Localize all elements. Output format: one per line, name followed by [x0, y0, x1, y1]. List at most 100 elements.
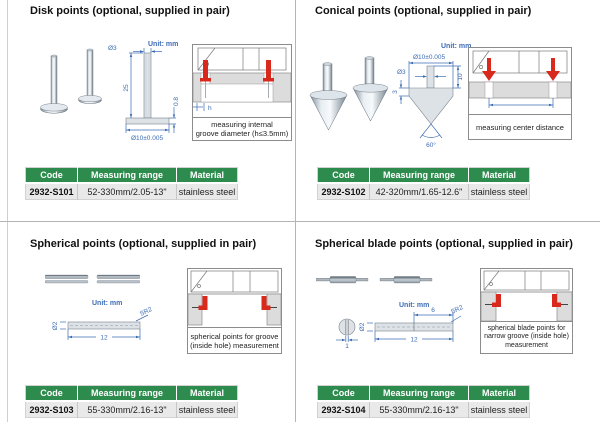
usage-illustration: h measuring internal groove diameter (h≤… [192, 44, 292, 141]
conical-points-photo [309, 56, 389, 131]
blade-point-left [316, 276, 369, 284]
section-conical-points: Conical points (optional, supplied in pa… [296, 0, 600, 221]
blade-point-right [379, 276, 433, 284]
unit-label: Unit: mm [441, 43, 471, 50]
caption-line: narrow groove (inside hole) [484, 333, 569, 341]
section-disk-points: Disk points (optional, supplied in pair) [8, 0, 295, 221]
cell-code: 2932-S104 [317, 400, 370, 418]
dim-label-stem-length: 10 [457, 73, 464, 81]
dim-label-disk-diameter: Ø10±0.005 [131, 135, 164, 142]
cell-code: 2932-S103 [25, 400, 78, 418]
hole-right [548, 81, 558, 99]
spec-table-header-row: Code Measuring range Material [317, 167, 530, 183]
caption-line: measuring center distance [476, 122, 564, 132]
spherical-blade-point-drawing: Unit: mm 1 6 SR2 Ø2 12 [336, 302, 465, 350]
drawn-end-view [338, 318, 356, 336]
spherical-point-drawing: Unit: mm SR2 Ø2 12 [52, 300, 153, 342]
unit-label: Unit: mm [148, 41, 178, 48]
spherical-point-right [96, 274, 140, 284]
spec-table: Code Measuring range Material 2932-S102 … [317, 167, 530, 200]
inside-hole-groove-diagram [188, 270, 281, 326]
section-title: Conical points (optional, supplied in pa… [315, 5, 532, 17]
section-title: Spherical points (optional, supplied in … [30, 238, 257, 250]
drawn-stem [143, 52, 152, 119]
spec-table-row: 2932-S103 55-330mm/2.16-13" stainless st… [25, 400, 238, 418]
hole-left [484, 81, 494, 99]
spec-table-row: 2932-S104 55-330mm/2.16-13" stainless st… [317, 400, 530, 418]
cell-range: 55-330mm/2.16-13" [369, 400, 469, 418]
caliper-jaws-outline [472, 50, 568, 74]
disk-point-drawing: Unit: mm Ø3 25 0.8 Ø10±0.005 [108, 41, 180, 142]
spherical-blade-points-photo [316, 276, 433, 284]
caliper-jaws-outline [197, 47, 287, 71]
illustration-caption: spherical blade points for narrow groove… [481, 321, 572, 353]
cell-material: stainless steel [176, 400, 238, 418]
conical-point-right [352, 56, 389, 122]
center-distance-diagram [469, 50, 571, 108]
dim-label-length: 12 [410, 337, 418, 344]
cell-material: stainless steel [176, 182, 238, 200]
disk-point-right [78, 48, 102, 104]
page-left-edge [7, 0, 8, 422]
spec-table: Code Measuring range Material 2932-S104 … [317, 385, 530, 418]
internal-groove [200, 83, 274, 103]
header-cell-range: Measuring range [369, 385, 469, 401]
usage-illustration: spherical points for groove (inside hole… [187, 268, 282, 354]
caption-line: spherical points for groove [190, 331, 279, 341]
header-cell-material: Material [176, 167, 238, 183]
workpiece-cross-section [469, 81, 571, 99]
dim-label-groove-depth: h [208, 105, 212, 112]
red-contact-points [200, 60, 274, 82]
spec-table-header-row: Code Measuring range Material [317, 385, 530, 401]
red-contact-points [198, 296, 271, 310]
caption-line: measuring internal [211, 120, 273, 129]
cell-material: stainless steel [468, 400, 530, 418]
header-cell-code: Code [317, 385, 370, 401]
header-cell-range: Measuring range [77, 167, 177, 183]
conical-point-left [309, 62, 348, 131]
caption-line: measurement [505, 341, 548, 349]
spec-table-row: 2932-S101 52-330mm/2.05-13" stainless st… [25, 182, 238, 200]
dim-label-disk-thickness: 0.8 [173, 97, 180, 106]
spec-table-header-row: Code Measuring range Material [25, 167, 238, 183]
groove-measuring-diagram: h [193, 47, 291, 112]
spec-table-header-row: Code Measuring range Material [25, 385, 238, 401]
conical-point-drawing: Unit: mm Ø10±0.005 Ø3 10 3 60° [392, 43, 471, 149]
vertical-divider [295, 0, 296, 422]
caption-line: (inside hole) measurement [190, 340, 279, 350]
header-cell-code: Code [317, 167, 370, 183]
unit-label: Unit: mm [92, 300, 122, 307]
narrow-groove-diagram [481, 270, 572, 321]
cell-code: 2932-S101 [25, 182, 78, 200]
dim-label-stem-diameter: Ø3 [397, 69, 406, 76]
cell-range: 52-330mm/2.05-13" [77, 182, 177, 200]
drawn-cone [408, 87, 454, 125]
section-title: Disk points (optional, supplied in pair) [30, 5, 230, 17]
caption-line: spherical blade points for [487, 325, 566, 333]
section-spherical-points: Spherical points (optional, supplied in … [8, 222, 295, 422]
horizontal-divider [0, 221, 600, 222]
header-cell-code: Code [25, 385, 78, 401]
caliper-jaws-outline [483, 270, 570, 291]
cell-code: 2932-S102 [317, 182, 370, 200]
drawn-disk-base [125, 117, 170, 125]
cell-range: 55-330mm/2.16-13" [77, 400, 177, 418]
dim-label-stem-diameter: Ø3 [108, 45, 117, 52]
dim-label-tip-radius: SR2 [139, 306, 153, 318]
cell-material: stainless steel [468, 182, 530, 200]
dim-label-base-diameter: Ø10±0.005 [413, 54, 446, 61]
spherical-points-photo [45, 274, 140, 284]
header-cell-material: Material [468, 385, 530, 401]
drawn-stem [426, 65, 435, 89]
dim-label-length: 12 [100, 335, 108, 342]
unit-label: Unit: mm [399, 302, 429, 309]
dim-label-tip-radius: SR2 [450, 304, 465, 316]
caliper-jaws-outline [190, 270, 279, 293]
dim-label-rod-diameter: Ø2 [52, 321, 59, 330]
red-contact-points [492, 294, 561, 307]
usage-illustration: spherical blade points for narrow groove… [480, 268, 573, 354]
illustration-caption: measuring internal groove diameter (h≤3.… [193, 117, 291, 140]
header-cell-range: Measuring range [369, 167, 469, 183]
section-title: Spherical blade points (optional, suppli… [315, 238, 573, 250]
